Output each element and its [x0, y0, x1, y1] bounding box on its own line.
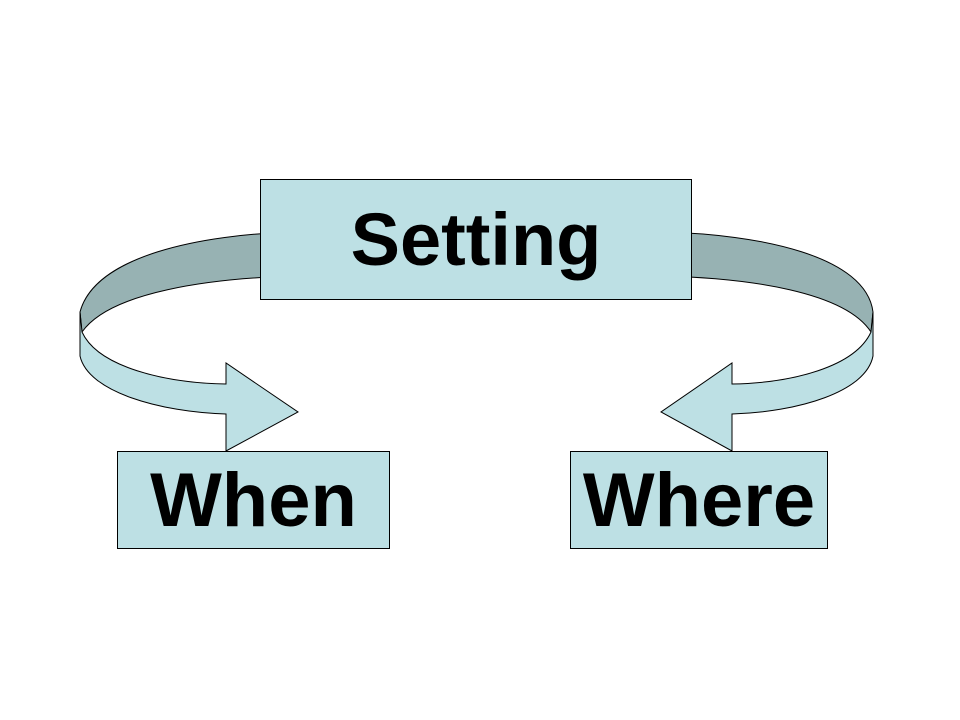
- arrow-setting-to-when: [79, 231, 299, 452]
- arrow-right-front-body: [660, 311, 874, 452]
- node-where: Where: [570, 451, 828, 549]
- arrow-right-back-band: [660, 231, 874, 334]
- arrow-setting-to-where: [660, 231, 874, 452]
- node-setting: Setting: [260, 179, 692, 300]
- node-where-label: Where: [582, 457, 816, 543]
- node-when-label: When: [150, 457, 357, 543]
- node-setting-label: Setting: [350, 198, 602, 281]
- arrow-left-front-body: [79, 311, 299, 452]
- node-when: When: [117, 451, 390, 549]
